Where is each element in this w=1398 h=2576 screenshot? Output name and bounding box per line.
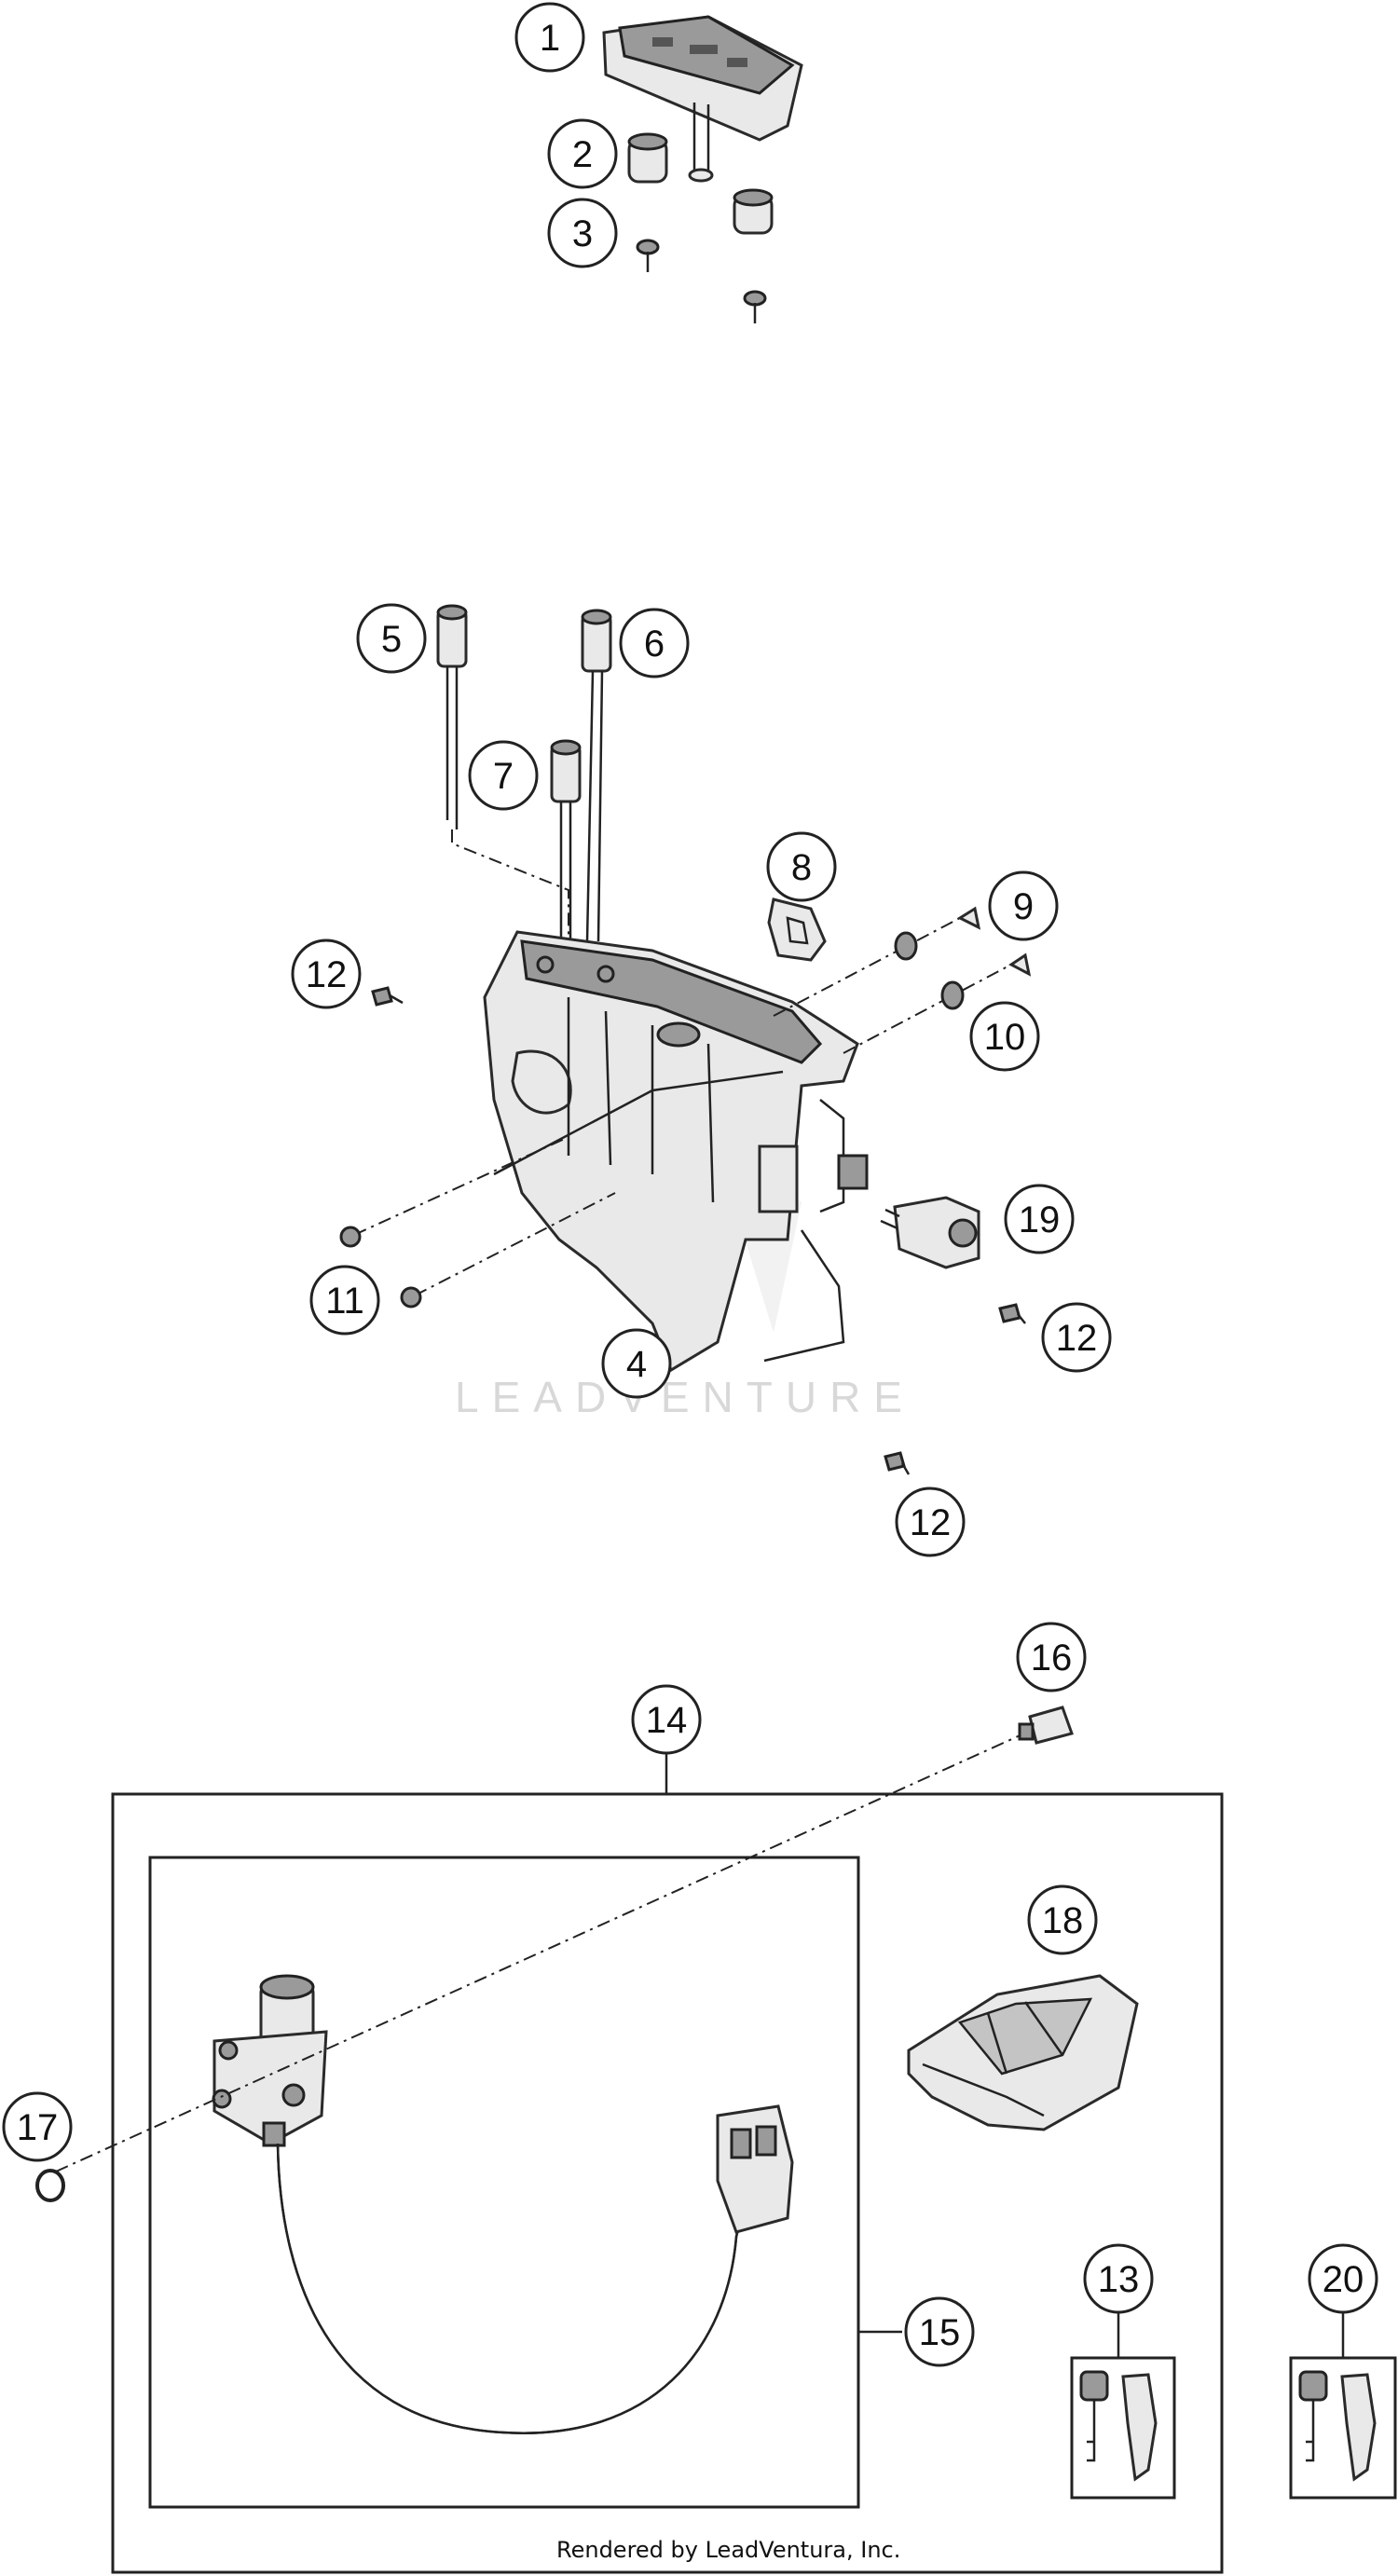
clip-part (767, 897, 827, 962)
callout-circle (601, 1328, 672, 1399)
callout-4: 4 (601, 1328, 672, 1399)
callout-6: 6 (619, 608, 690, 678)
callout-label: 20 (1323, 2259, 1364, 2300)
callout-circle (2, 2091, 73, 2162)
callout-circle (291, 939, 362, 1009)
callout-5: 5 (356, 603, 427, 674)
callout-circle (309, 1265, 380, 1336)
callout-circle (1004, 1184, 1075, 1254)
bracket-screw-parts (339, 1136, 616, 1309)
lock-screw-part (55, 1706, 1074, 2172)
callout-8: 8 (766, 831, 837, 902)
callout-10: 10 (969, 1001, 1040, 1072)
callout-12: 12 (895, 1487, 966, 1557)
ignition-lock-part (212, 1974, 794, 2434)
callout-label: 7 (493, 756, 514, 797)
bolt-nut-parts (773, 906, 1032, 1054)
callout-label: 17 (17, 2107, 59, 2148)
callout-9: 9 (988, 870, 1059, 941)
dashboard-display-part (602, 15, 803, 183)
callout-11: 11 (309, 1265, 380, 1336)
callout-circle (766, 831, 837, 902)
key-set-20-icon (1298, 2370, 1377, 2482)
bulb-socket-parts (436, 604, 612, 946)
callout-circle (619, 608, 690, 678)
callout-circle (356, 603, 427, 674)
callout-label: 11 (325, 1281, 364, 1322)
callout-circle (1083, 2243, 1154, 2314)
callout-label: 12 (306, 954, 348, 995)
callout-circle (904, 2296, 975, 2367)
callout-16: 16 (1016, 1622, 1087, 1692)
callout-3: 3 (547, 198, 618, 268)
callout-label: 6 (644, 623, 665, 665)
callout-circle (1041, 1302, 1112, 1373)
callout-circle (1016, 1622, 1087, 1692)
callout-circle (988, 870, 1059, 941)
callout-circle (631, 1684, 702, 1755)
callout-label: 16 (1031, 1637, 1073, 1679)
callout-label: 9 (1013, 886, 1034, 927)
callout-label: 19 (1019, 1199, 1061, 1240)
instrument-bracket-part (483, 930, 869, 1373)
callout-circle (547, 198, 618, 268)
callout-20: 20 (1308, 2243, 1378, 2314)
watermark: LEADVENTURE (455, 1373, 915, 1421)
key-set-20-box (1289, 2356, 1397, 2500)
callout-circle (1027, 1884, 1098, 1955)
grommet-part (627, 132, 774, 235)
callout-label: 18 (1042, 1900, 1084, 1941)
callout-label: 4 (626, 1344, 647, 1385)
callout-13: 13 (1083, 2243, 1154, 2314)
callout-label: 2 (572, 134, 593, 175)
key-set-13-icon (1079, 2370, 1158, 2482)
callout-label: 13 (1098, 2259, 1140, 2300)
callout-14: 14 (631, 1684, 702, 1755)
callout-circle (1308, 2243, 1378, 2314)
callout-circle (969, 1001, 1040, 1072)
callout-label: 12 (1056, 1318, 1098, 1359)
callout-1: 1 (514, 2, 585, 73)
callout-19: 19 (1004, 1184, 1075, 1254)
callout-17: 17 (2, 2091, 73, 2162)
callout-12: 12 (291, 939, 362, 1009)
callout-circle (514, 2, 585, 73)
callout-label: 14 (646, 1700, 688, 1741)
callout-label: 3 (572, 213, 593, 254)
callout-18: 18 (1027, 1884, 1098, 1955)
screw-part (636, 239, 767, 323)
callout-label: 5 (381, 619, 402, 660)
callout-2: 2 (547, 118, 618, 189)
ignition-lock-inner-box (148, 1856, 860, 2509)
callout-label: 12 (910, 1502, 952, 1543)
callout-circle (468, 740, 539, 811)
callout-label: 8 (791, 847, 812, 888)
key-set-13-box (1070, 2356, 1176, 2500)
callout-circle (547, 118, 618, 189)
callout-7: 7 (468, 740, 539, 811)
callout-circle (895, 1487, 966, 1557)
footer-credit: Rendered by LeadVentura, Inc. (556, 2537, 900, 2563)
callout-label: 1 (540, 18, 560, 59)
washer-part (35, 2169, 65, 2202)
callout-12: 12 (1041, 1302, 1112, 1373)
mounting-screw-parts (371, 986, 1026, 1475)
switch-part (880, 1196, 980, 1269)
callout-15: 15 (904, 2296, 975, 2367)
callout-label: 15 (919, 2312, 961, 2353)
callout-label: 10 (984, 1017, 1026, 1058)
lock-cover-part (907, 1974, 1139, 2131)
